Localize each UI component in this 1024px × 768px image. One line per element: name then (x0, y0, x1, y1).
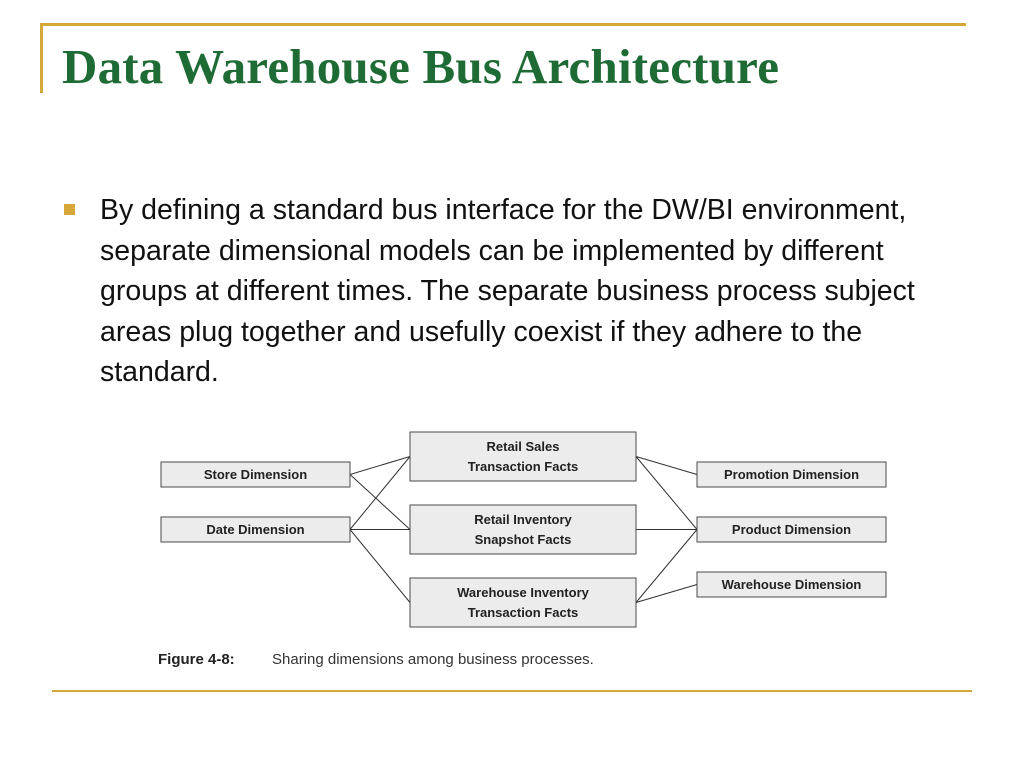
slide-title: Data Warehouse Bus Architecture (62, 39, 780, 94)
connector-lines (349, 456, 698, 603)
promotion-label: Promotion Dimension (724, 467, 859, 482)
bottom-accent-line (52, 690, 972, 692)
connector-warehouse-inventory-to-warehouse (635, 584, 698, 603)
retail-sales-box-shape (409, 431, 637, 482)
store-label: Store Dimension (204, 467, 307, 482)
bullet-square-icon (64, 204, 75, 215)
connector-warehouse-inventory-to-product (635, 529, 698, 603)
connector-store-to-retail-inventory (349, 474, 411, 530)
connector-retail-sales-to-product (635, 456, 698, 530)
retail-sales-label: Retail Sales (487, 439, 560, 454)
date-box: Date Dimension (160, 516, 351, 543)
product-box: Product Dimension (696, 516, 887, 543)
warehouse-box: Warehouse Dimension (696, 571, 887, 598)
store-box-shape (160, 461, 351, 488)
warehouse-box-shape (696, 571, 887, 598)
retail-inventory-label: Snapshot Facts (475, 532, 572, 547)
product-box-shape (696, 516, 887, 543)
warehouse-label: Warehouse Dimension (722, 577, 862, 592)
retail-inventory-box-shape (409, 504, 637, 555)
retail-sales-label: Transaction Facts (468, 459, 579, 474)
warehouse-inventory-label: Transaction Facts (468, 605, 579, 620)
figure-caption: Figure 4-8: Sharing dimensions among bus… (158, 651, 594, 668)
connector-store-to-retail-sales (349, 456, 411, 475)
warehouse-inventory-box-shape (409, 577, 637, 628)
warehouse-inventory-label: Warehouse Inventory (457, 585, 589, 600)
product-label: Product Dimension (732, 522, 851, 537)
left-accent-line (40, 23, 43, 93)
store-box: Store Dimension (160, 461, 351, 488)
figure-caption-text: Sharing dimensions among business proces… (272, 651, 594, 668)
connector-date-to-warehouse-inventory (349, 529, 411, 603)
bullet-text: By defining a standard bus interface for… (100, 194, 915, 388)
figure-number: Figure 4-8: (158, 651, 235, 668)
retail-inventory-label: Retail Inventory (474, 512, 572, 527)
top-accent-line (40, 23, 966, 26)
promotion-box-shape (696, 461, 887, 488)
promotion-box: Promotion Dimension (696, 461, 887, 488)
connector-date-to-retail-sales (349, 456, 411, 530)
date-box-shape (160, 516, 351, 543)
connector-retail-sales-to-promotion (635, 456, 698, 475)
date-label: Date Dimension (206, 522, 304, 537)
